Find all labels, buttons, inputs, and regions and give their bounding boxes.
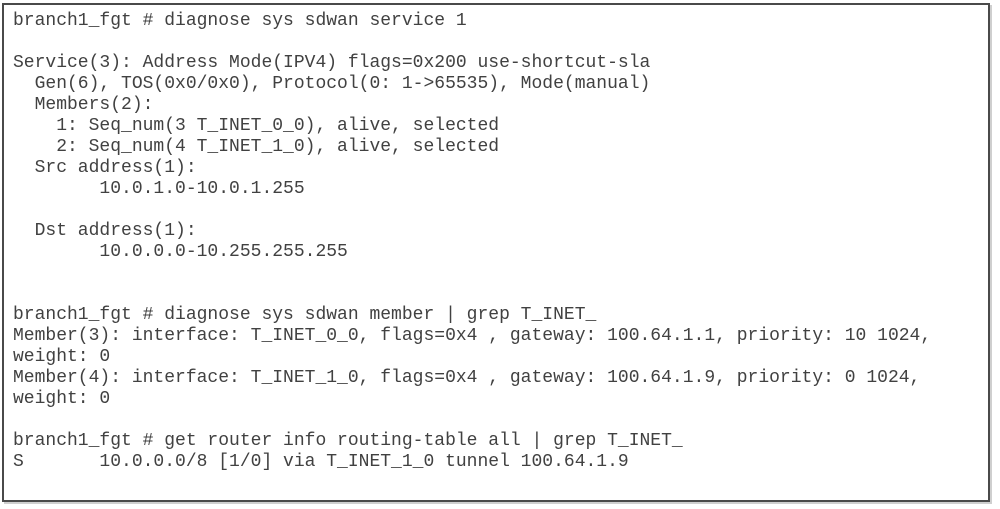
terminal-window[interactable]: branch1_fgt # diagnose sys sdwan service… [2, 3, 990, 502]
terminal-output: branch1_fgt # diagnose sys sdwan service… [13, 11, 932, 472]
